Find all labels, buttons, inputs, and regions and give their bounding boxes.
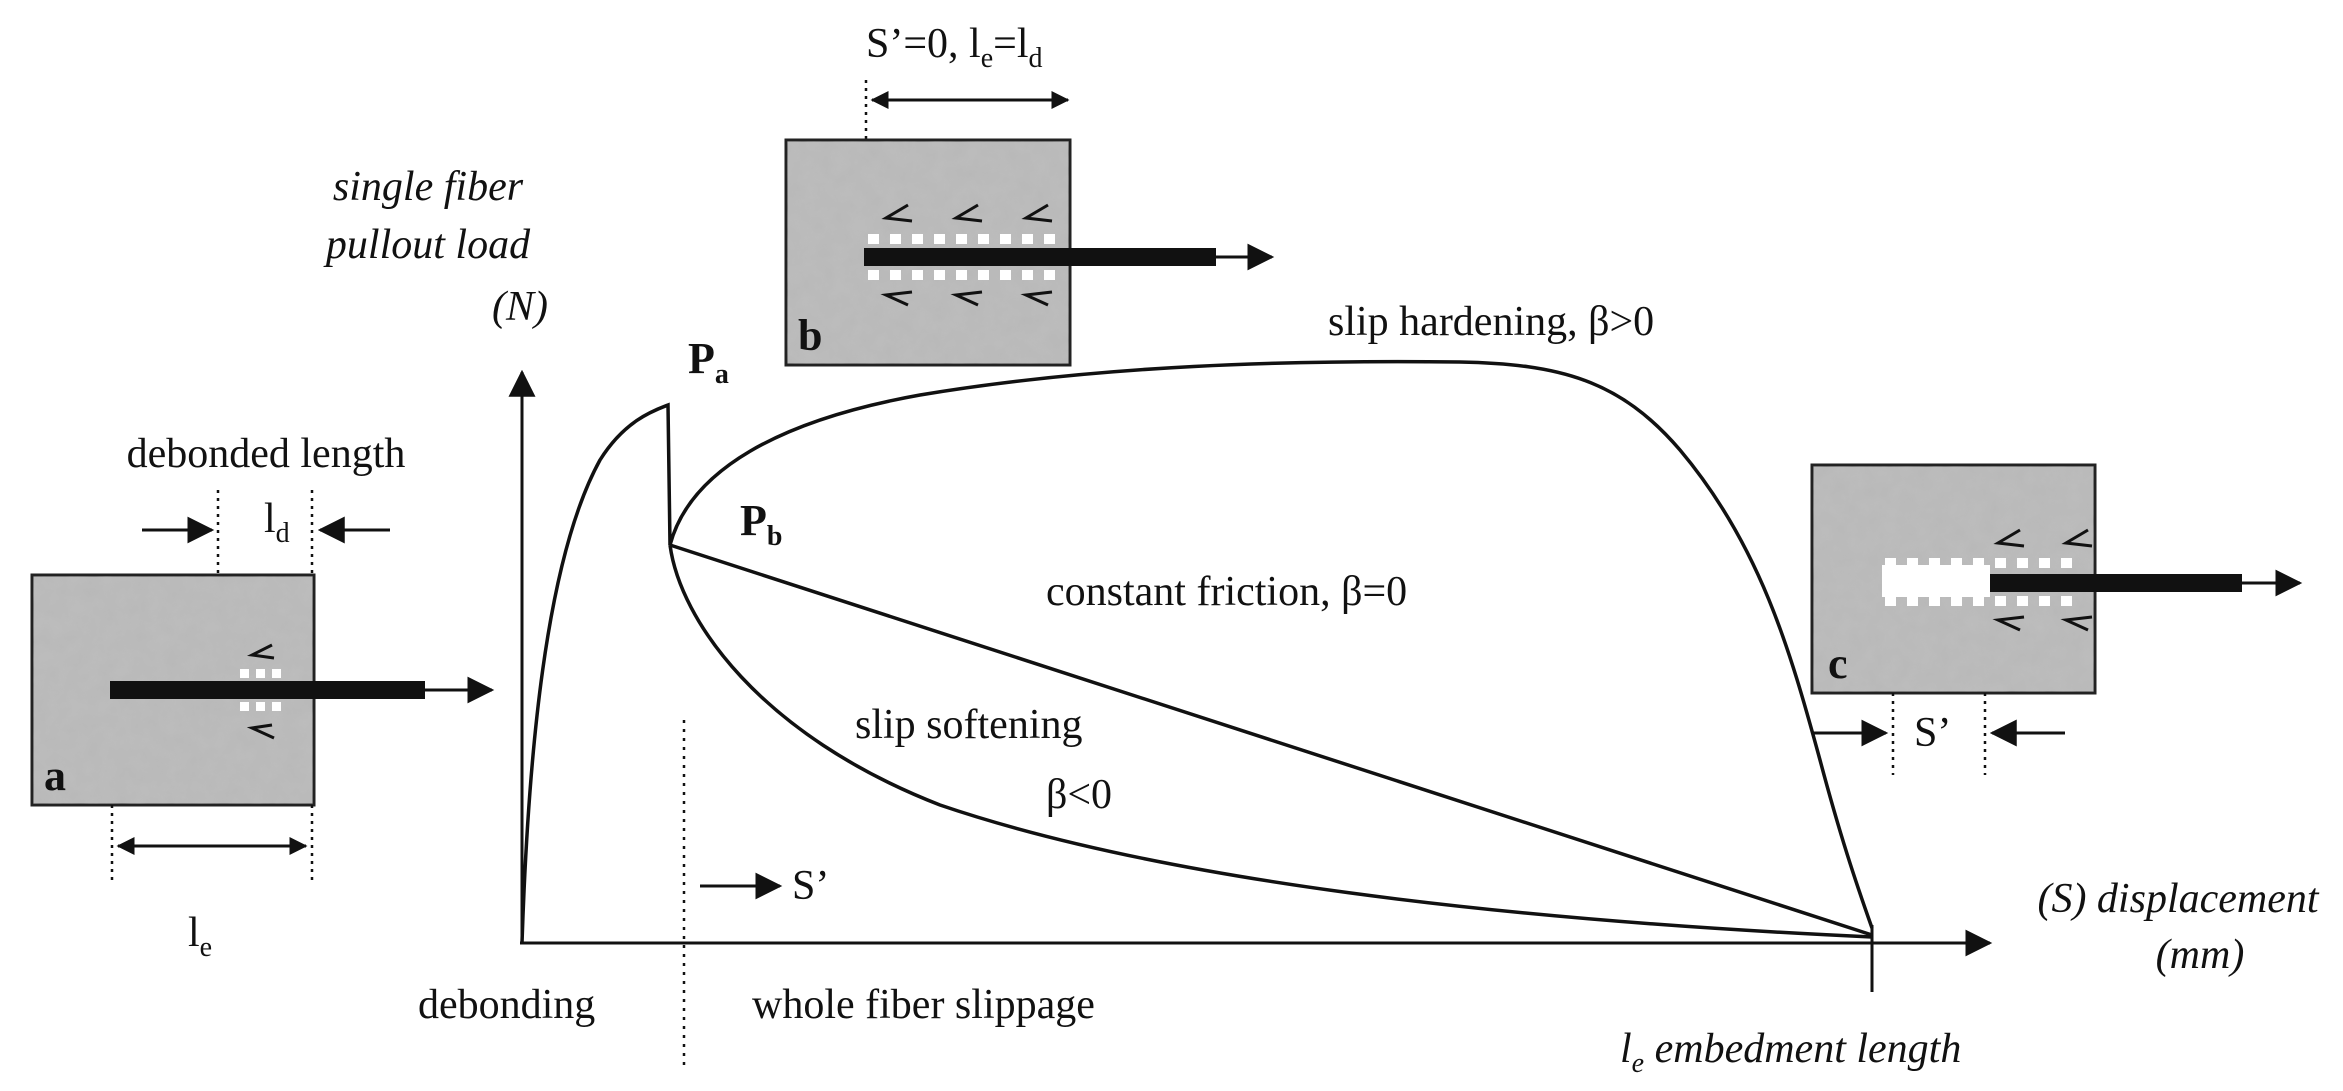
inset-b-label: S’=0, le=ld <box>866 21 1043 74</box>
point-pb-label: Pb <box>740 496 782 552</box>
main-axes <box>508 369 1993 1070</box>
slip-softening-label: slip softening <box>855 702 1083 748</box>
debond-zone-b <box>868 203 1055 307</box>
pullout-void-c <box>1882 565 1990 597</box>
slip-softening-curve <box>668 544 1873 939</box>
constant-friction-curve <box>669 543 1873 937</box>
x-label-line-2: (mm) <box>2156 932 2245 978</box>
debonding-curve <box>520 402 672 944</box>
inset-b-letter: b <box>798 311 822 360</box>
embedment-length-label: le embedment length <box>1620 1026 1961 1079</box>
y-label-line-2: pullout load <box>323 222 531 268</box>
x-label-line-1: (S) displacement <box>2037 876 2319 922</box>
inset-a-letter: a <box>44 751 66 800</box>
point-pa-label: Pa <box>688 334 729 390</box>
inset-b: S’=0, le=ld b <box>784 21 1275 367</box>
inset-c: c S’ <box>1810 463 2303 775</box>
x-axis-label: (S) displacement (mm) <box>2037 876 2319 978</box>
debonding-label: debonding <box>418 982 595 1028</box>
y-axis-label: single fiber pullout load (N) <box>323 164 548 330</box>
debond-zone-a <box>240 643 281 740</box>
debonded-length-label: debonded length <box>127 431 406 477</box>
slip-hardening-curve <box>668 359 1874 929</box>
fiber-b <box>864 248 1216 266</box>
s-prime-marker: S’ <box>700 863 829 909</box>
y-label-line-3: (N) <box>492 284 548 330</box>
whole-fiber-slippage-label: whole fiber slippage <box>752 982 1095 1028</box>
y-label-line-1: single fiber <box>333 164 524 210</box>
fiber-a <box>110 681 425 699</box>
inset-c-letter: c <box>1828 639 1848 688</box>
inset-a-le-label: le <box>188 910 212 963</box>
constant-friction-label: constant friction, β=0 <box>1046 569 1407 615</box>
pullout-curves <box>520 359 1874 944</box>
slip-hardening-label: slip hardening, β>0 <box>1328 299 1654 345</box>
debond-zone-c <box>1885 528 2093 632</box>
fiber-c <box>1990 574 2242 592</box>
inset-a: debonded length ld a le <box>30 431 495 963</box>
s-prime-label: S’ <box>792 863 829 909</box>
inset-a-ld-label: ld <box>264 496 290 549</box>
inset-c-s-prime-label: S’ <box>1914 710 1951 756</box>
slip-softening-beta-label: β<0 <box>1046 772 1112 818</box>
